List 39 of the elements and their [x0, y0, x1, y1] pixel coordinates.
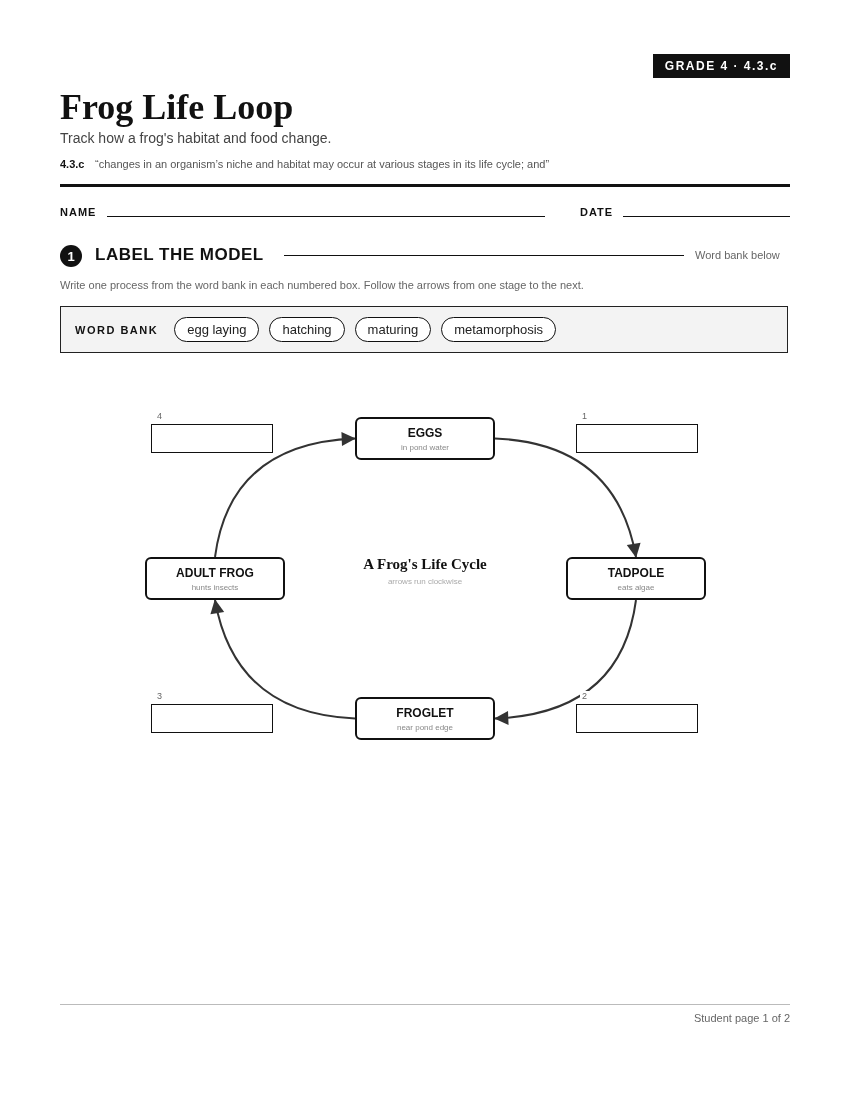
arrow: [211, 599, 356, 720]
word-bank-label: WORD BANK: [75, 323, 159, 336]
field-label: DATE: [580, 206, 614, 218]
word-chip: egg laying: [174, 317, 260, 342]
stage-box: [145, 557, 285, 600]
instructions: Write one process from the word bank in each numbered box. Follow the arrows from one stage to the next.: [60, 279, 584, 291]
cycle-note: arrows run clockwise: [387, 577, 463, 586]
stage-name: FROGLET: [396, 705, 454, 720]
field-label: NAME: [60, 206, 97, 218]
word-chip: hatching: [269, 317, 345, 342]
stage-name: TADPOLE: [607, 565, 665, 580]
stage-note: in pond water: [401, 442, 449, 452]
word-chip: maturing: [354, 317, 432, 342]
standard-code: 4.3.c: [60, 158, 85, 170]
worksheet-title: Frog Life Loop: [60, 86, 294, 128]
arrow: [494, 437, 640, 558]
stage-note: eats algae: [617, 582, 655, 592]
grade-tag: GRADE 4 · 4.3.c: [652, 54, 790, 78]
stage-note: hunts insects: [191, 582, 239, 592]
page-number: Student page 1 of 2: [693, 1012, 790, 1024]
stage-box: [355, 697, 495, 740]
arrow: [494, 599, 637, 725]
box-number: 2: [580, 691, 589, 702]
box-number: 3: [155, 691, 164, 702]
box-number: 1: [580, 411, 589, 422]
stage-name: ADULT FROG: [176, 565, 254, 580]
subtitle: Track how a frog's habitat and food change.: [60, 130, 332, 146]
word-chip: metamorphosis: [441, 317, 557, 342]
stage-box: [566, 557, 706, 600]
cycle-title: A Frog's Life Cycle: [363, 556, 487, 573]
standard-quote: “changes in an organism’s niche and habitat may occur at various stages in its life cycle; and”: [95, 158, 550, 170]
stage-name: EGGS: [407, 425, 443, 440]
section-note: Word bank below: [695, 249, 780, 261]
arrow: [214, 432, 356, 558]
stage-note: near pond edge: [396, 722, 454, 732]
box-number: 4: [155, 411, 164, 422]
step-number: 1: [60, 245, 82, 267]
stage-box: [355, 417, 495, 460]
section-heading: LABEL THE MODEL: [95, 245, 264, 265]
